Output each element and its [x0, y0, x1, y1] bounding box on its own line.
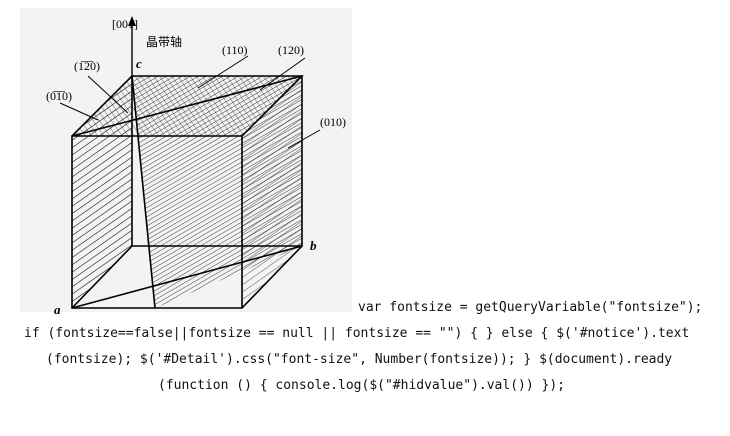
- zone-axis-cn-label: 晶带轴: [146, 34, 182, 49]
- plane-label-120: (120): [278, 43, 304, 57]
- crystal-diagram-svg: [001] 晶带轴 c a b (1̅2̅0) (0̅1̅0) (110) (1…: [20, 8, 352, 317]
- plane-label-0-1-0: (0̅1̅0): [46, 89, 72, 103]
- plane-label-010: (010): [320, 115, 346, 129]
- code-line-3: (fontsize); $('#Detail').css("font-size"…: [46, 352, 673, 367]
- zone-axis-arrow-icon: [128, 16, 136, 26]
- crystal-zone-diagram: [001] 晶带轴 c a b (1̅2̅0) (0̅1̅0) (110) (1…: [20, 8, 360, 320]
- code-line-1: var fontsize = getQueryVariable("fontsiz…: [358, 300, 703, 315]
- b-axis-label: b: [310, 238, 317, 253]
- leader-lines: [59, 55, 321, 149]
- zone-axis-label: [001]: [112, 17, 138, 31]
- plane-label-110: (110): [222, 43, 248, 57]
- code-line-2: if (fontsize==false||fontsize == null ||…: [24, 326, 690, 341]
- c-axis-label: c: [136, 56, 142, 71]
- code-line-4: (function () { console.log($("#hidvalue"…: [158, 378, 565, 393]
- plane-label-1-2-0: (1̅2̅0): [74, 59, 100, 73]
- a-axis-label: a: [54, 302, 61, 317]
